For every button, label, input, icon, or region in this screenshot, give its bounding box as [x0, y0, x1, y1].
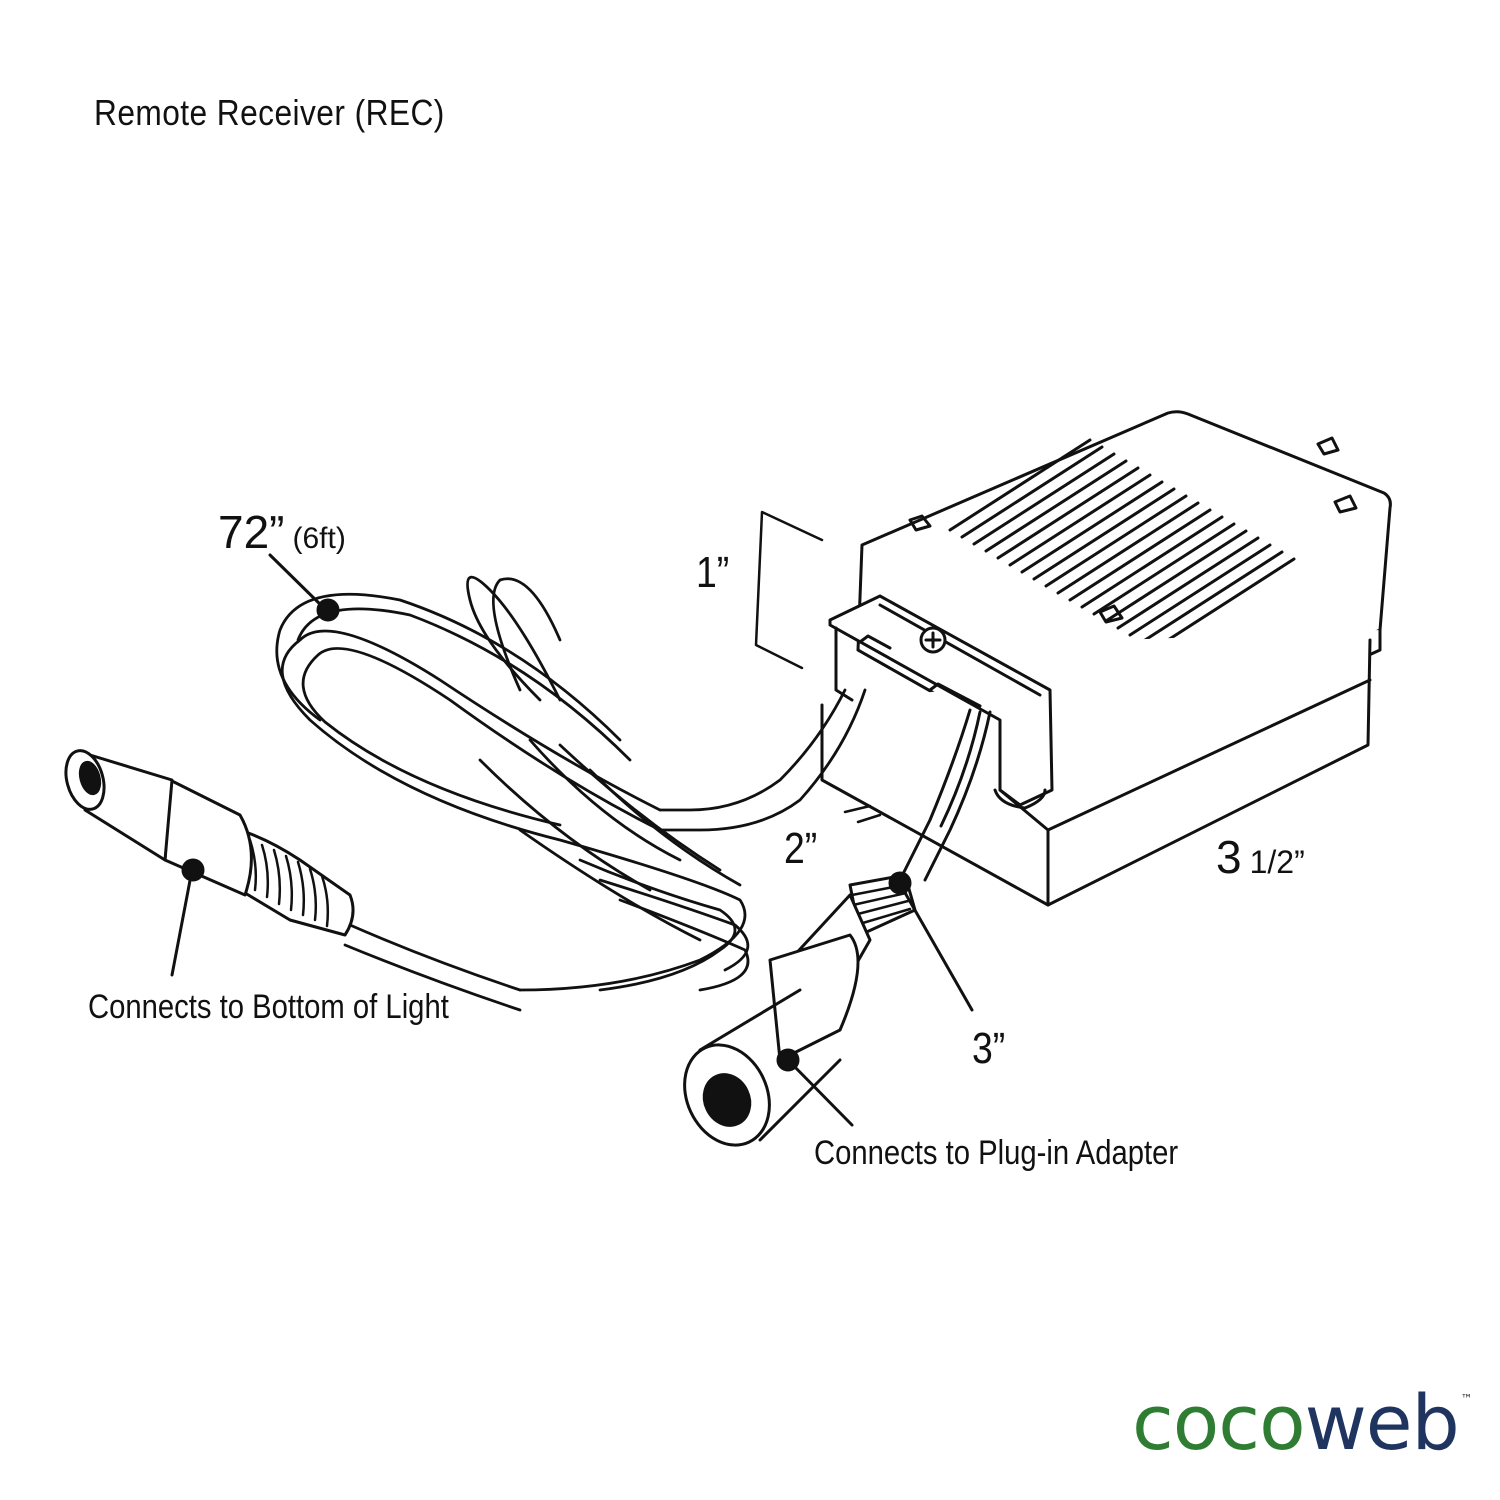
height-label: 1”	[696, 548, 730, 597]
cord-length-note: (6ft)	[292, 522, 346, 555]
depth-label: 2”	[784, 824, 818, 873]
dimension-lines	[754, 510, 882, 824]
trademark-mark: ™	[1460, 1392, 1473, 1406]
receiver-box	[820, 410, 1392, 907]
leader-lines	[170, 553, 974, 1127]
callout-adapter: Connects to Plug-in Adapter	[814, 1134, 1179, 1172]
short-lead	[898, 708, 992, 882]
cord-length-label: 72”(6ft)	[218, 505, 346, 559]
callout-light: Connects to Bottom of Light	[88, 988, 449, 1026]
length-whole: 3	[1216, 831, 1242, 883]
cord-coil	[275, 575, 867, 1012]
light-connector	[64, 749, 355, 937]
adapter-connector	[683, 873, 917, 1147]
diagram-title: Remote Receiver (REC)	[94, 92, 445, 133]
cord-length-value: 72”	[218, 506, 285, 558]
brand-name-part1: coco	[1132, 1378, 1306, 1467]
lead-length-label: 3”	[972, 1024, 1006, 1073]
length-fraction: 1/2”	[1249, 844, 1305, 880]
brand-name-part2: web	[1304, 1378, 1460, 1467]
